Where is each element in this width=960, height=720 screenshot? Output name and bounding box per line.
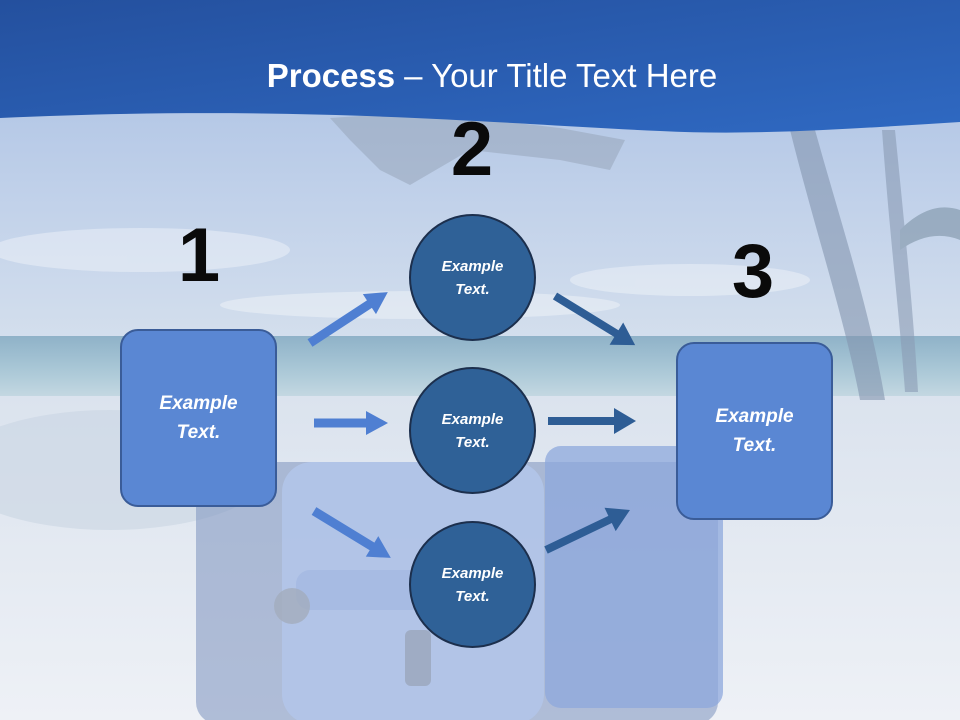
arrow-start-to-circle-3 [311,507,391,558]
end-box-label: Example Text. [715,406,794,456]
step-number-1: 1 [177,213,221,298]
arrow-circle-1-to-end [552,292,636,346]
arrow-circle-3-to-end [544,507,630,554]
end-box: Example Text. [676,342,833,520]
step-number-3: 3 [731,229,775,314]
palm-tree [790,130,960,400]
title-keyword: Process [266,57,396,94]
start-box-label: Example Text. [159,393,238,443]
middle-circle-3-label: Example Text. [441,564,504,605]
arrow-circle-2-to-end [548,408,636,434]
slide-title: Process– Your Title Text Here [24,56,960,96]
middle-circle-2-label: Example Text. [441,410,504,451]
middle-circle-3: Example Text. [409,521,536,648]
middle-circle-2: Example Text. [409,367,536,494]
arrows-to-end [544,292,636,554]
step-number-2: 2 [450,107,494,192]
driftwood [330,112,625,185]
title-text: – Your Title Text Here [404,57,718,94]
arrow-start-to-circle-1 [307,292,388,347]
start-box: Example Text. [120,329,277,507]
middle-circle-1: Example Text. [409,214,536,341]
middle-circle-1-label: Example Text. [441,257,504,298]
arrows-to-circles [307,292,391,558]
arrow-start-to-circle-2 [314,411,388,435]
